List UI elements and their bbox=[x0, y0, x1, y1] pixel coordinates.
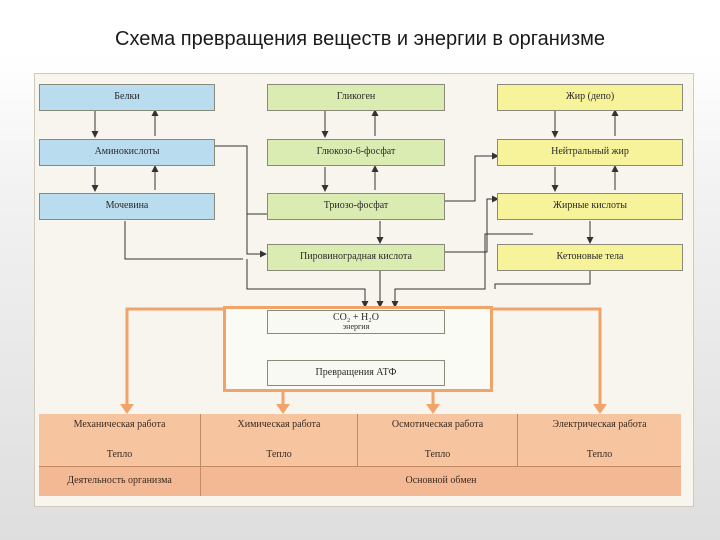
box-glyukozo: Глюкозо-6-фосфат bbox=[267, 139, 445, 166]
work-mechanical-heat: Тепло bbox=[106, 449, 133, 460]
work-chemical: Химическая работа Тепло bbox=[201, 414, 358, 466]
box-zhirnye-kisloty: Жирные кислоты bbox=[497, 193, 683, 220]
line-mochevina-piruvat bbox=[124, 221, 243, 260]
energy-label: энергия bbox=[342, 322, 370, 332]
work-osmotic-heat: Тепло bbox=[424, 449, 451, 460]
box-ketonovye-tela: Кетоновые тела bbox=[497, 244, 683, 271]
work-electrical: Электрическая работа Тепло bbox=[518, 414, 681, 466]
box-belki: Белки bbox=[39, 84, 215, 111]
orange-arrowhead-mech bbox=[120, 404, 134, 414]
orange-arrowhead-osm bbox=[426, 404, 440, 414]
arrow-amino-piruvat bbox=[215, 145, 267, 258]
box-atf: Превращения АТФ bbox=[267, 360, 445, 386]
line-ketonovye-join bbox=[494, 271, 591, 289]
box-piruvat: Пировиноградная кислота bbox=[267, 244, 445, 271]
box-aminokisloty: Аминокислоты bbox=[39, 139, 215, 166]
box-co2-energy: CO₂ + H₂O энергия bbox=[267, 310, 445, 334]
work-osmotic-label: Осмотическая работа bbox=[391, 419, 484, 430]
work-electrical-label: Электрическая работа bbox=[552, 419, 647, 430]
box-mochevina: Мочевина bbox=[39, 193, 215, 220]
work-mechanical-label: Механическая работа bbox=[73, 419, 166, 430]
metabolism-diagram: Белки Аминокислоты Мочевина Гликоген Глю… bbox=[34, 73, 694, 507]
work-osmotic: Осмотическая работа Тепло bbox=[358, 414, 518, 466]
orange-arrowhead-chem bbox=[276, 404, 290, 414]
arrow-ketonovye-co2 bbox=[391, 233, 533, 308]
cell-osnovnoy-obmen: Основной обмен bbox=[201, 466, 681, 496]
box-triozo: Триозо-фосфат bbox=[267, 193, 445, 220]
co2-label: CO₂ + H₂O bbox=[333, 311, 379, 323]
work-electrical-heat: Тепло bbox=[586, 449, 613, 460]
slide-title: Схема превращения веществ и энергии в ор… bbox=[115, 28, 605, 50]
orange-arrowhead-elec bbox=[593, 404, 607, 414]
work-mechanical: Механическая работа Тепло bbox=[39, 414, 201, 466]
arrow-piruvat-zhirnye bbox=[445, 195, 499, 253]
orange-line-left bbox=[125, 307, 223, 404]
arrow-amino-co2 bbox=[246, 259, 369, 308]
work-chemical-label: Химическая работа bbox=[237, 419, 321, 430]
box-zhir-depo: Жир (депо) bbox=[497, 84, 683, 111]
orange-line-right bbox=[493, 307, 602, 404]
cell-deyatelnost: Деятельность организма bbox=[39, 466, 201, 496]
box-glikogen: Гликоген bbox=[267, 84, 445, 111]
work-chemical-heat: Тепло bbox=[266, 449, 292, 460]
arrow-triozo-neitralny bbox=[445, 152, 499, 202]
box-neitralny-zhir: Нейтральный жир bbox=[497, 139, 683, 166]
